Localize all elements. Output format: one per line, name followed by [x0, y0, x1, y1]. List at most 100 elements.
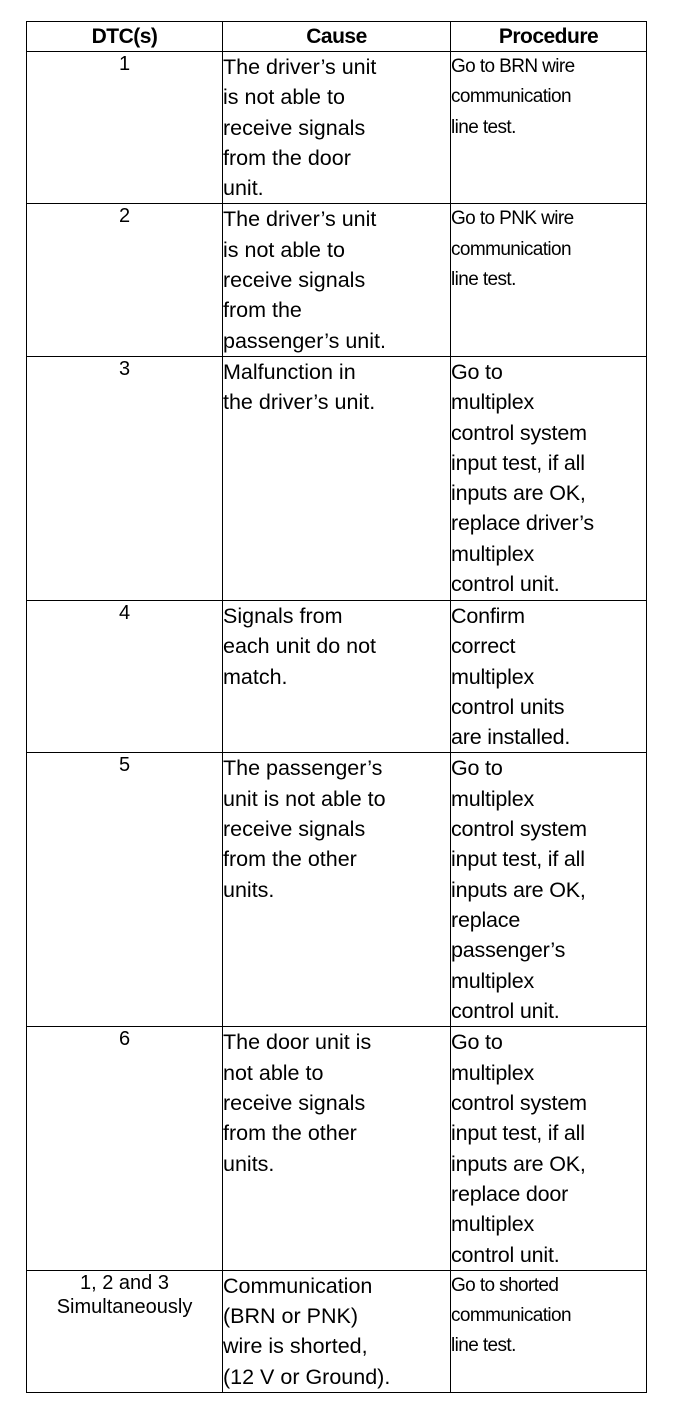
cause-line: units.	[223, 877, 275, 902]
header-cause: Cause	[222, 21, 451, 52]
procedure-line: are installed.	[451, 725, 571, 750]
procedure-cell: Go to multiplex control system input tes…	[450, 752, 647, 1028]
dtc-code-cell: 2	[26, 203, 223, 357]
dtc-code: 6	[118, 1028, 131, 1051]
cause-line: receive signals	[223, 268, 366, 293]
cause-line: units.	[223, 1151, 275, 1176]
procedure-line: line test.	[451, 116, 516, 138]
cause-cell: Malfunction in the driver’s unit.	[222, 355, 451, 601]
table-row: 2 The driver’s unit is not able to recei…	[26, 203, 647, 357]
cause-line: The driver’s unit	[223, 207, 377, 232]
procedure-line: multiplex	[451, 786, 535, 811]
cause-line: from the other	[223, 1121, 357, 1146]
cause-line: Communication	[223, 1273, 373, 1298]
cause-line: wire is shorted,	[223, 1334, 368, 1359]
procedure-line: correct	[451, 634, 516, 659]
procedure-line: line test.	[451, 269, 516, 291]
table-row: 1 The driver’s unit is not able to recei…	[26, 50, 647, 205]
cause-line: unit.	[223, 176, 264, 201]
procedure-line: control unit.	[451, 998, 560, 1023]
procedure-line: inputs are OK,	[451, 877, 586, 902]
dtc-code: 3	[118, 357, 131, 380]
table-row: 1, 2 and 3 Simultaneously Communication …	[26, 1269, 647, 1394]
procedure-cell: Go to BRN wire communication line test.	[450, 50, 647, 205]
dtc-code-cell: 3	[26, 355, 223, 601]
procedure-line: control system	[451, 420, 587, 445]
cause-line: from the other	[223, 847, 357, 872]
procedure-line: inputs are OK,	[451, 481, 586, 506]
table-row: 6 The door unit is not able to receive s…	[26, 1026, 647, 1271]
procedure-line: Go to	[451, 1030, 503, 1055]
dtc-code: 2	[118, 205, 131, 228]
cause-line: is not able to	[223, 85, 345, 110]
dtc-code-cell: 5	[26, 752, 223, 1028]
cause-line: from the door	[223, 145, 351, 170]
procedure-line: multiplex	[451, 664, 535, 689]
cause-line: (BRN or PNK)	[223, 1304, 358, 1329]
procedure-line: multiplex	[451, 390, 535, 415]
procedure-line: Go to shorted	[451, 1274, 559, 1296]
header-dtc: DTC(s)	[26, 21, 223, 52]
table-row: 5 The passenger’s unit is not able to re…	[26, 752, 647, 1028]
procedure-line: passenger’s	[451, 938, 566, 963]
procedure-line: control units	[451, 694, 565, 719]
procedure-line: input test, if all	[451, 450, 585, 475]
procedure-cell: Confirm correct multiplex control units …	[450, 599, 647, 754]
table-row: 4 Signals from each unit do not match. C…	[26, 599, 647, 754]
dtc-code: 1	[118, 53, 131, 75]
procedure-line: multiplex	[451, 1212, 535, 1237]
procedure-line: replace	[451, 907, 521, 932]
procedure-line: input test, if all	[451, 847, 585, 872]
procedure-line: control unit.	[451, 572, 560, 597]
procedure-line: Go to	[451, 756, 503, 781]
procedure-line: multiplex	[451, 1060, 535, 1085]
procedure-line: communication	[451, 238, 572, 260]
cause-line: match.	[223, 664, 288, 689]
header-procedure: Procedure	[450, 21, 647, 52]
dtc-code: 4	[118, 601, 131, 624]
procedure-line: Go to BRN wire	[451, 56, 575, 77]
procedure-line: control unit.	[451, 1242, 560, 1267]
cause-line: (12 V or Ground).	[223, 1364, 391, 1389]
dtc-code: Simultaneously	[56, 1295, 193, 1318]
dtc-troubleshooting-table: DTC(s) Cause Procedure 1 The driver’s un…	[26, 21, 647, 1394]
cause-line: from the	[223, 298, 302, 323]
cause-line: receive signals	[223, 115, 366, 140]
cause-line: is not able to	[223, 237, 345, 262]
cause-line: the driver’s unit.	[223, 390, 376, 415]
cause-line: The door unit is	[223, 1030, 372, 1055]
cause-line: each unit do not	[223, 634, 377, 659]
procedure-cell: Go to multiplex control system input tes…	[450, 355, 647, 601]
cause-line: unit is not able to	[223, 786, 386, 811]
procedure-line: input test, if all	[451, 1121, 585, 1146]
procedure-line: replace door	[451, 1181, 569, 1206]
procedure-line: Go to	[451, 359, 503, 384]
dtc-code: 5	[118, 754, 131, 777]
dtc-code-cell: 6	[26, 1026, 223, 1271]
cause-line: Malfunction in	[223, 359, 356, 384]
cause-cell: The driver’s unit is not able to receive…	[222, 203, 451, 357]
cause-cell: The door unit is not able to receive sig…	[222, 1026, 451, 1271]
procedure-cell: Go to multiplex control system input tes…	[450, 1026, 647, 1271]
procedure-line: Go to PNK wire	[451, 208, 574, 230]
cause-line: The passenger’s	[223, 756, 383, 781]
cause-line: passenger’s unit.	[223, 328, 386, 353]
procedure-line: multiplex	[451, 541, 535, 566]
cause-cell: The driver’s unit is not able to receive…	[222, 50, 451, 205]
header-row: DTC(s) Cause Procedure	[26, 21, 647, 52]
cause-line: Signals from	[223, 603, 343, 628]
procedure-line: Confirm	[451, 603, 525, 628]
procedure-line: communication	[451, 1305, 572, 1327]
cause-cell: Signals from each unit do not match.	[222, 599, 451, 754]
cause-line: receive signals	[223, 1091, 366, 1116]
procedure-line: multiplex	[451, 968, 535, 993]
cause-line: The driver’s unit	[223, 55, 377, 79]
procedure-line: communication	[451, 86, 572, 108]
dtc-code-cell: 4	[26, 599, 223, 754]
cause-line: not able to	[223, 1060, 324, 1085]
procedure-line: control system	[451, 817, 587, 842]
cause-line: receive signals	[223, 817, 366, 842]
procedure-line: line test.	[451, 1335, 516, 1357]
cause-cell: The passenger’s unit is not able to rece…	[222, 752, 451, 1028]
procedure-line: control system	[451, 1091, 587, 1116]
